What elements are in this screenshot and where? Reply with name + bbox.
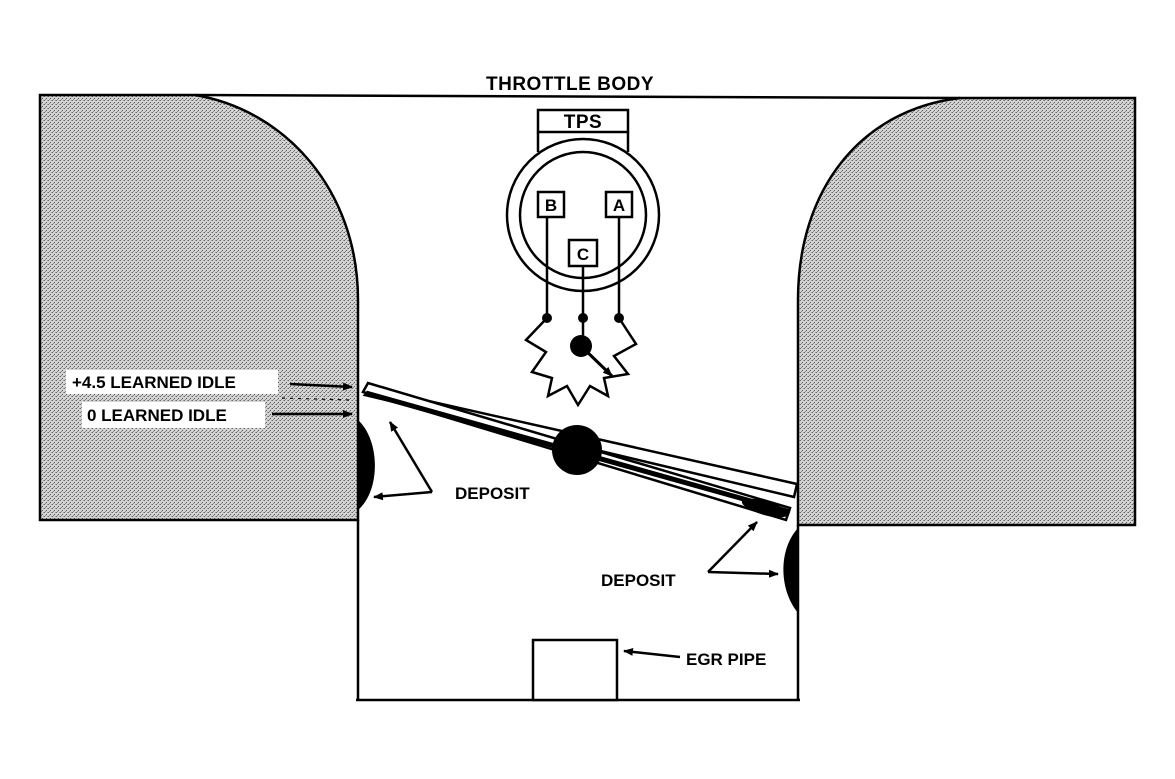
deposit-left-label: DEPOSIT bbox=[455, 484, 530, 503]
tps-resistor-star bbox=[524, 317, 638, 408]
egr-pipe-arrow bbox=[623, 647, 681, 659]
learned-idle-zero-label: 0 LEARNED IDLE bbox=[87, 406, 227, 425]
diagram-title: THROTTLE BODY bbox=[486, 74, 654, 95]
housing-right bbox=[796, 96, 1137, 527]
deposit-left-arrow-wall bbox=[373, 490, 433, 501]
housing-left bbox=[38, 93, 360, 522]
deposit-right-wall bbox=[783, 528, 798, 613]
throttle-plate bbox=[361, 381, 799, 522]
learned-idle-high-label: +4.5 LEARNED IDLE bbox=[72, 373, 236, 392]
throttle-shaft bbox=[552, 425, 602, 475]
tps-sensor: TPS B A C bbox=[505, 108, 661, 408]
deposit-on-plate-right bbox=[741, 498, 789, 518]
tps-label: TPS bbox=[564, 112, 602, 133]
egr-pipe-box bbox=[531, 638, 619, 702]
deposit-left-arrow-up bbox=[388, 421, 434, 493]
deposit-right-arrow-up bbox=[707, 521, 758, 573]
deposit-left-wall bbox=[358, 420, 375, 510]
terminal-b-label: B bbox=[545, 196, 557, 215]
learned-idle-zero-tag bbox=[82, 402, 265, 428]
learned-idle-high-arrow bbox=[289, 382, 353, 391]
terminal-c-label: C bbox=[577, 245, 589, 264]
tps-connector bbox=[536, 108, 630, 134]
deposit-right-label: DEPOSIT bbox=[601, 571, 676, 590]
terminal-b-box bbox=[536, 190, 566, 219]
terminal-a-label: A bbox=[613, 196, 625, 215]
learned-idle-high-tag bbox=[66, 370, 278, 394]
deposit-right-arrow-wall bbox=[707, 569, 779, 578]
egr-pipe-label: EGR PIPE bbox=[686, 650, 766, 669]
tps-wiper bbox=[579, 344, 614, 378]
